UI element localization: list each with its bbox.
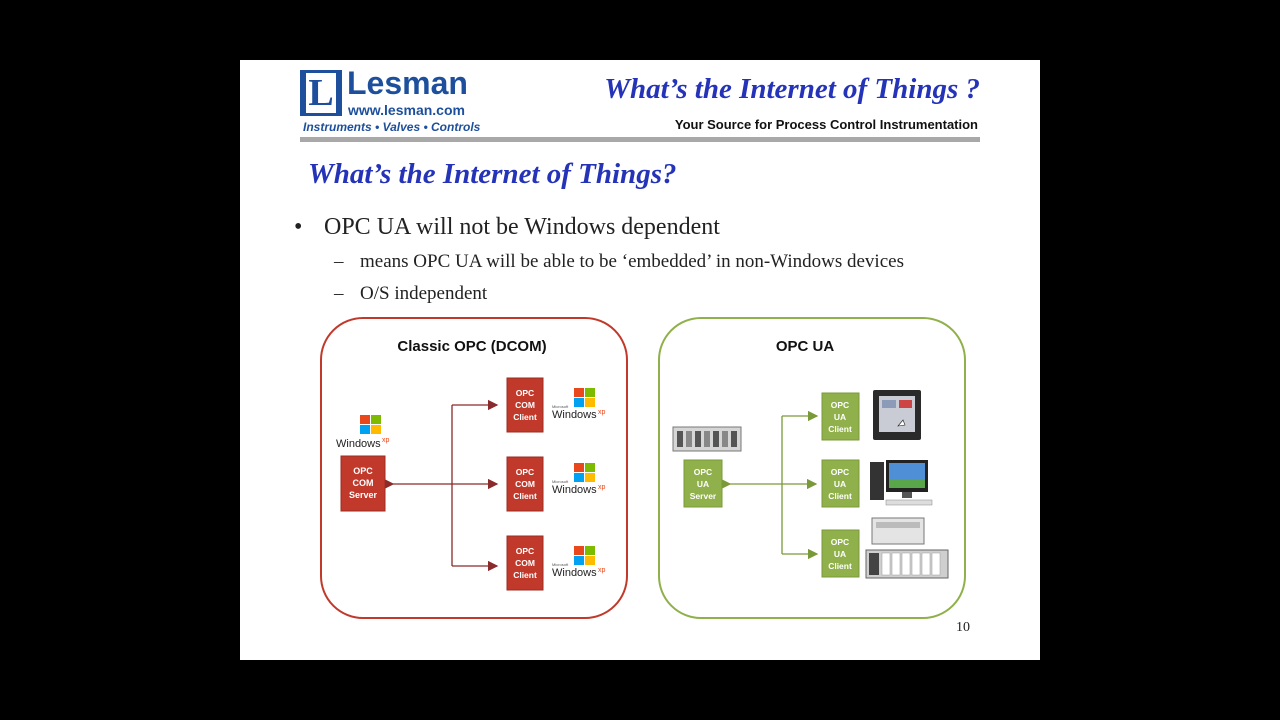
- ua-client-line-3: Client: [828, 561, 852, 571]
- logo-letter: L: [306, 73, 336, 113]
- client-line-3: Client: [513, 412, 537, 422]
- brand-url: www.lesman.com: [348, 102, 465, 118]
- classic-arrows: [383, 399, 499, 572]
- windows-xp-logo-client-1: Microsoft Windows xp: [552, 388, 606, 421]
- plc-rack-image: [865, 517, 949, 579]
- embedded-controller-device-image: [672, 426, 742, 452]
- windows-xp-logo-server: Windows xp: [336, 415, 390, 450]
- brand-tagline: Instruments • Valves • Controls: [303, 120, 481, 134]
- header-title: What’s the Internet of Things ?: [604, 73, 980, 105]
- client-line-1: OPC: [516, 467, 534, 477]
- slide-title: What’s the Internet of Things?: [308, 158, 677, 190]
- windows-logo-suffix: xp: [598, 567, 606, 574]
- windows-logo-suffix: xp: [382, 437, 390, 444]
- client-line-2: COM: [515, 558, 535, 568]
- ua-client-line-3: Client: [828, 424, 852, 434]
- page-number: 10: [956, 620, 970, 635]
- opc-ua-client-2: OPC UA Client: [821, 459, 860, 508]
- windows-logo-text: Windows: [552, 567, 597, 579]
- bullet-dot: •: [294, 214, 303, 240]
- classic-opc-server: OPC COM Server: [340, 455, 386, 512]
- opc-comparison-diagram: Classic OPC (DCOM) OPC COM Server OPC CO…: [320, 317, 966, 619]
- sub-bullet-dash: –: [334, 283, 344, 304]
- ua-server-line-2: UA: [697, 479, 709, 489]
- opc-ua-client-3: OPC UA Client: [821, 529, 860, 578]
- windows-xp-logo-client-3: Microsoft Windows xp: [552, 546, 606, 579]
- classic-server-line-1: OPC: [353, 466, 373, 476]
- ua-client-line-1: OPC: [831, 537, 849, 547]
- ua-arrows: [720, 410, 819, 560]
- ua-server-line-1: OPC: [694, 467, 712, 477]
- client-line-3: Client: [513, 570, 537, 580]
- classic-opc-title: Classic OPC (DCOM): [397, 338, 546, 355]
- opc-ua-title: OPC UA: [776, 338, 835, 355]
- client-line-2: COM: [515, 479, 535, 489]
- windows-logo-small: Microsoft: [552, 404, 569, 409]
- brand-name: Lesman: [347, 65, 468, 101]
- header-subtitle: Your Source for Process Control Instrume…: [674, 117, 978, 132]
- windows-logo-text: Windows: [552, 484, 597, 496]
- ua-server-line-3: Server: [690, 491, 717, 501]
- classic-opc-client-3: OPC COM Client: [506, 535, 544, 591]
- classic-server-line-3: Server: [349, 490, 378, 500]
- classic-opc-client-1: OPC COM Client: [506, 377, 544, 433]
- slide: L Lesman www.lesman.com Instruments • Va…: [240, 60, 1040, 660]
- opc-ua-client-1: OPC UA Client: [821, 392, 860, 441]
- hmi-panel-image: [873, 390, 921, 440]
- client-line-1: OPC: [516, 388, 534, 398]
- windows-logo-text: Windows: [552, 409, 597, 421]
- sub-bullet-2-text: O/S independent: [360, 283, 488, 304]
- ua-client-line-2: UA: [834, 549, 846, 559]
- client-line-1: OPC: [516, 546, 534, 556]
- client-line-3: Client: [513, 491, 537, 501]
- ua-client-line-2: UA: [834, 412, 846, 422]
- windows-xp-logo-client-2: Microsoft Windows xp: [552, 463, 606, 496]
- ua-client-line-3: Client: [828, 491, 852, 501]
- sub-bullet-2: –O/S independent: [334, 283, 488, 305]
- opc-ua-server: OPC UA Server: [683, 459, 723, 508]
- bullet-1: • OPC UA will not be Windows dependent: [294, 214, 720, 241]
- classic-opc-client-2: OPC COM Client: [506, 456, 544, 512]
- lesman-logo: L: [300, 70, 342, 116]
- windows-logo-suffix: xp: [598, 409, 606, 416]
- header-rule: [300, 137, 980, 142]
- ua-client-line-1: OPC: [831, 467, 849, 477]
- sub-bullet-dash: –: [334, 251, 344, 272]
- windows-logo-text: Windows: [336, 438, 381, 450]
- bullet-1-text: OPC UA will not be Windows dependent: [324, 214, 720, 240]
- windows-logo-small: Microsoft: [552, 562, 569, 567]
- windows-logo-suffix: xp: [598, 484, 606, 491]
- desktop-pc-image: [870, 460, 933, 506]
- client-line-2: COM: [515, 400, 535, 410]
- windows-logo-small: Microsoft: [552, 479, 569, 484]
- ua-client-line-1: OPC: [831, 400, 849, 410]
- sub-bullet-1-text: means OPC UA will be able to be ‘embedde…: [360, 251, 904, 272]
- classic-opc-panel: [320, 317, 628, 619]
- ua-client-line-2: UA: [834, 479, 846, 489]
- classic-server-line-2: COM: [353, 478, 374, 488]
- sub-bullet-1: –means OPC UA will be able to be ‘embedd…: [334, 251, 904, 273]
